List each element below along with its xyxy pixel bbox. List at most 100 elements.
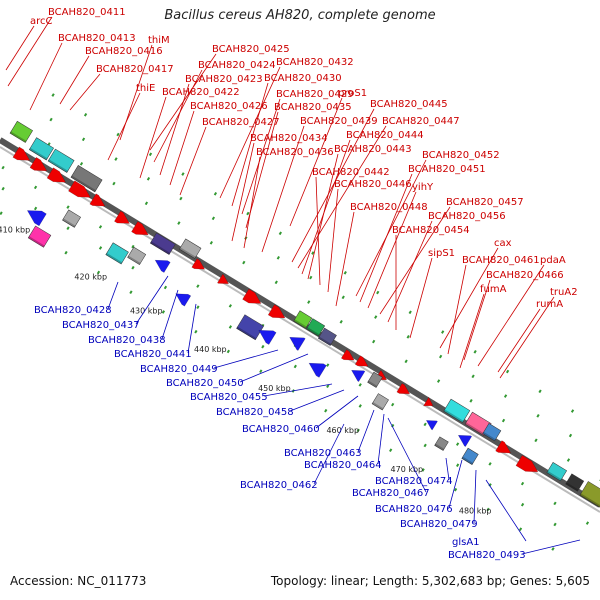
forward-gene-label[interactable]: BCAH820_0443 bbox=[334, 144, 412, 155]
reverse-gene-label[interactable]: BCAH820_0450 bbox=[166, 378, 244, 389]
forward-gene-label[interactable]: thiM bbox=[148, 35, 170, 46]
forward-gene-label[interactable]: BCAH820_0435 bbox=[274, 102, 352, 113]
reverse-gene-label[interactable]: BCAH820_0458 bbox=[216, 407, 294, 418]
forward-gene-label[interactable]: BCAH820_0451 bbox=[408, 164, 486, 175]
reverse-gene-label[interactable]: BCAH820_0463 bbox=[284, 448, 362, 459]
reverse-gene-label[interactable]: BCAH820_0428 bbox=[34, 305, 112, 316]
forward-gene-label[interactable]: BCAH820_0461 bbox=[462, 255, 540, 266]
forward-gene-arrow[interactable] bbox=[482, 423, 502, 442]
reverse-gene-arrow[interactable] bbox=[434, 436, 449, 451]
forward-gene-arrow[interactable] bbox=[293, 310, 313, 329]
forward-gene-arrow[interactable] bbox=[242, 288, 265, 309]
forward-gene-label[interactable]: proS1 bbox=[338, 88, 367, 99]
forward-gene-label[interactable]: BCAH820_0423 bbox=[185, 74, 263, 85]
reverse-gene-label[interactable]: BCAH820_0476 bbox=[375, 504, 453, 515]
forward-gene-arrow[interactable] bbox=[396, 383, 412, 398]
forward-gene-arrow[interactable] bbox=[495, 440, 514, 459]
forward-gene-arrow[interactable] bbox=[267, 304, 288, 324]
reverse-gene-label[interactable]: BCAH820_0455 bbox=[190, 392, 268, 403]
reverse-gene-arrow[interactable] bbox=[27, 225, 52, 248]
forward-gene-label[interactable]: fumA bbox=[480, 284, 507, 295]
forward-gene-arrow[interactable] bbox=[89, 193, 108, 212]
forward-gene-arrow[interactable] bbox=[179, 238, 202, 259]
forward-gene-arrow[interactable] bbox=[579, 481, 600, 514]
forward-gene-label[interactable]: rumA bbox=[536, 299, 563, 310]
forward-gene-arrow[interactable] bbox=[217, 273, 231, 288]
reverse-gene-arrow[interactable] bbox=[305, 357, 327, 378]
forward-gene-label[interactable]: BCAH820_0427 bbox=[202, 117, 280, 128]
forward-gene-arrow[interactable] bbox=[317, 327, 337, 346]
forward-gene-arrow[interactable] bbox=[515, 454, 541, 477]
forward-gene-label[interactable]: BCAH820_0447 bbox=[382, 116, 460, 127]
reverse-gene-arrow[interactable] bbox=[105, 242, 129, 265]
forward-gene-label[interactable]: BCAH820_0430 bbox=[264, 73, 342, 84]
reverse-gene-label[interactable]: BCAH820_0479 bbox=[400, 519, 478, 530]
forward-gene-arrow[interactable] bbox=[114, 210, 132, 229]
forward-gene-arrow[interactable] bbox=[306, 318, 326, 337]
reverse-gene-arrow[interactable] bbox=[286, 331, 306, 351]
forward-gene-arrow[interactable] bbox=[149, 232, 176, 255]
forward-gene-label[interactable]: arcC bbox=[30, 16, 53, 27]
reverse-gene-label[interactable]: BCAH820_0438 bbox=[88, 335, 166, 346]
forward-gene-label[interactable]: BCAH820_0424 bbox=[198, 60, 276, 71]
forward-gene-label[interactable]: BCAH820_0456 bbox=[428, 211, 506, 222]
reverse-gene-label[interactable]: BCAH820_0449 bbox=[140, 364, 218, 375]
forward-gene-label[interactable]: BCAH820_0446 bbox=[334, 179, 412, 190]
forward-gene-arrow[interactable] bbox=[46, 167, 69, 188]
reverse-gene-label[interactable]: BCAH820_0493 bbox=[448, 550, 526, 561]
forward-gene-arrow[interactable] bbox=[443, 398, 471, 423]
reverse-gene-arrow[interactable] bbox=[173, 289, 192, 307]
forward-gene-arrow[interactable] bbox=[565, 473, 585, 492]
forward-gene-label[interactable]: thiE bbox=[136, 83, 155, 94]
reverse-gene-arrow[interactable] bbox=[367, 371, 383, 388]
reverse-gene-label[interactable]: BCAH820_0437 bbox=[62, 320, 140, 331]
forward-gene-label[interactable]: BCAH820_0442 bbox=[312, 167, 390, 178]
forward-gene-arrow[interactable] bbox=[131, 221, 151, 240]
forward-gene-arrow[interactable] bbox=[70, 165, 103, 193]
forward-gene-label[interactable]: BCAH820_0445 bbox=[370, 99, 448, 110]
forward-gene-label[interactable]: BCAH820_0426 bbox=[190, 101, 268, 112]
forward-gene-label[interactable]: BCAH820_0454 bbox=[392, 225, 470, 236]
reverse-gene-label[interactable]: BCAH820_0462 bbox=[240, 480, 318, 491]
forward-gene-label[interactable]: cax bbox=[494, 238, 512, 249]
forward-gene-label[interactable]: BCAH820_0439 bbox=[300, 116, 378, 127]
forward-gene-arrow[interactable] bbox=[340, 349, 356, 365]
reverse-gene-arrow[interactable] bbox=[152, 255, 171, 273]
reverse-gene-label[interactable]: BCAH820_0474 bbox=[375, 476, 453, 487]
forward-gene-label[interactable]: BCAH820_0429 bbox=[276, 89, 354, 100]
reverse-gene-label[interactable]: glsA1 bbox=[452, 537, 480, 548]
forward-gene-arrow[interactable] bbox=[28, 137, 54, 161]
reverse-gene-label[interactable]: BCAH820_0467 bbox=[352, 488, 430, 499]
reverse-gene-arrow[interactable] bbox=[24, 205, 47, 227]
reverse-gene-arrow[interactable] bbox=[424, 416, 438, 431]
reverse-gene-arrow[interactable] bbox=[461, 447, 479, 465]
reverse-gene-arrow[interactable] bbox=[348, 365, 366, 382]
forward-gene-arrow[interactable] bbox=[9, 120, 33, 143]
reverse-gene-label[interactable]: BCAH820_0460 bbox=[242, 424, 320, 435]
reverse-gene-arrow[interactable] bbox=[255, 324, 277, 345]
forward-gene-arrow[interactable] bbox=[354, 355, 370, 371]
reverse-gene-arrow[interactable] bbox=[455, 430, 473, 447]
forward-gene-label[interactable]: BCAH820_0413 bbox=[58, 33, 136, 44]
forward-gene-label[interactable]: BCAH820_0425 bbox=[212, 44, 290, 55]
forward-gene-arrow[interactable] bbox=[423, 396, 436, 410]
forward-gene-label[interactable]: BCAH820_0448 bbox=[350, 202, 428, 213]
forward-gene-arrow[interactable] bbox=[191, 258, 207, 274]
forward-gene-label[interactable]: pdaA bbox=[540, 255, 566, 266]
forward-gene-label[interactable]: BCAH820_0422 bbox=[162, 87, 240, 98]
forward-gene-label[interactable]: BCAH820_0416 bbox=[85, 46, 163, 57]
reverse-gene-arrow[interactable] bbox=[127, 246, 147, 266]
forward-gene-label[interactable]: yihY bbox=[412, 182, 434, 193]
forward-gene-arrow[interactable] bbox=[29, 157, 50, 176]
forward-gene-label[interactable]: BCAH820_0411 bbox=[48, 7, 126, 18]
forward-gene-label[interactable]: BCAH820_0444 bbox=[346, 130, 424, 141]
reverse-gene-label[interactable]: BCAH820_0441 bbox=[114, 349, 192, 360]
reverse-gene-label[interactable]: BCAH820_0464 bbox=[304, 460, 382, 471]
forward-gene-label[interactable]: BCAH820_0466 bbox=[486, 270, 564, 281]
reverse-gene-arrow[interactable] bbox=[62, 209, 81, 228]
forward-gene-arrow[interactable] bbox=[47, 148, 75, 173]
forward-gene-label[interactable]: BCAH820_0432 bbox=[276, 57, 354, 68]
forward-gene-label[interactable]: truA2 bbox=[550, 287, 578, 298]
forward-gene-label[interactable]: BCAH820_0457 bbox=[446, 197, 524, 208]
forward-gene-arrow[interactable] bbox=[546, 462, 568, 482]
